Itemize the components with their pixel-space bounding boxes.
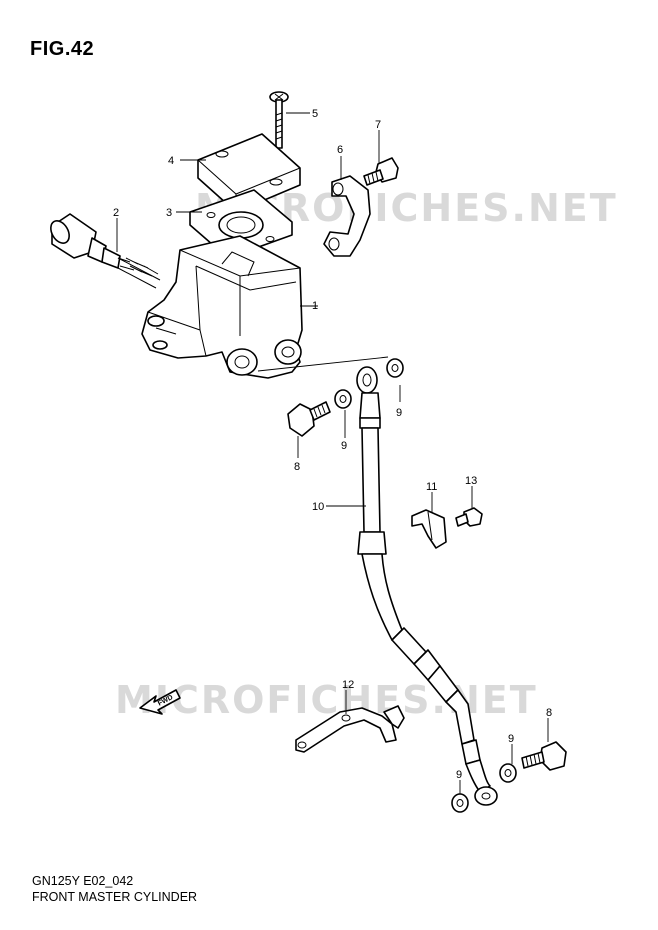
part-8-union-bolt-lower bbox=[521, 741, 567, 771]
part-2-piston-set bbox=[50, 213, 161, 289]
callout-13: 13 bbox=[465, 475, 477, 487]
leader-lines bbox=[116, 112, 549, 794]
callout-8-upper: 8 bbox=[294, 461, 300, 473]
callout-1: 1 bbox=[312, 300, 318, 312]
fwd-arrow: FWD bbox=[139, 689, 181, 715]
diagram-footer: GN125Y E02_042 FRONT MASTER CYLINDER bbox=[32, 874, 197, 905]
callout-9-a: 9 bbox=[396, 407, 402, 419]
part-1-master-cylinder-body bbox=[141, 235, 303, 379]
callout-5: 5 bbox=[312, 108, 318, 120]
part-9-washer-a bbox=[334, 389, 352, 409]
callout-2: 2 bbox=[113, 207, 119, 219]
part-7-bolt bbox=[363, 157, 399, 186]
part-8-union-bolt-upper bbox=[287, 401, 331, 437]
part-6-holder-clamp bbox=[323, 175, 371, 257]
part-4-cap bbox=[197, 133, 301, 213]
part-13-bolt bbox=[455, 507, 483, 527]
part-9-washer-c bbox=[499, 763, 517, 783]
part-11-hose-clamp bbox=[411, 509, 447, 549]
watermark-bottom: MICROFICHES.NET bbox=[115, 678, 538, 722]
figure-title: FIG.42 bbox=[30, 38, 95, 60]
callout-4: 4 bbox=[168, 155, 174, 167]
callout-9-c: 9 bbox=[508, 733, 514, 745]
part-10-brake-hose bbox=[356, 366, 498, 806]
diagram-caption: FRONT MASTER CYLINDER bbox=[32, 889, 198, 904]
callout-11: 11 bbox=[426, 481, 437, 493]
callout-12: 12 bbox=[342, 679, 354, 691]
callout-7: 7 bbox=[375, 119, 381, 131]
part-9-washer-b bbox=[386, 358, 404, 378]
callout-9-d: 9 bbox=[456, 769, 462, 781]
callout-8-lower: 8 bbox=[546, 707, 552, 719]
part-9-washer-d bbox=[451, 793, 469, 813]
part-5-screw bbox=[269, 91, 289, 149]
part-12-hose-guide bbox=[295, 705, 405, 753]
diagram-code: GN125Y E02_042 bbox=[32, 874, 134, 888]
callout-9-b: 9 bbox=[341, 440, 347, 452]
callout-10: 10 bbox=[312, 501, 324, 513]
callout-6: 6 bbox=[337, 144, 343, 156]
callout-3: 3 bbox=[166, 207, 172, 219]
